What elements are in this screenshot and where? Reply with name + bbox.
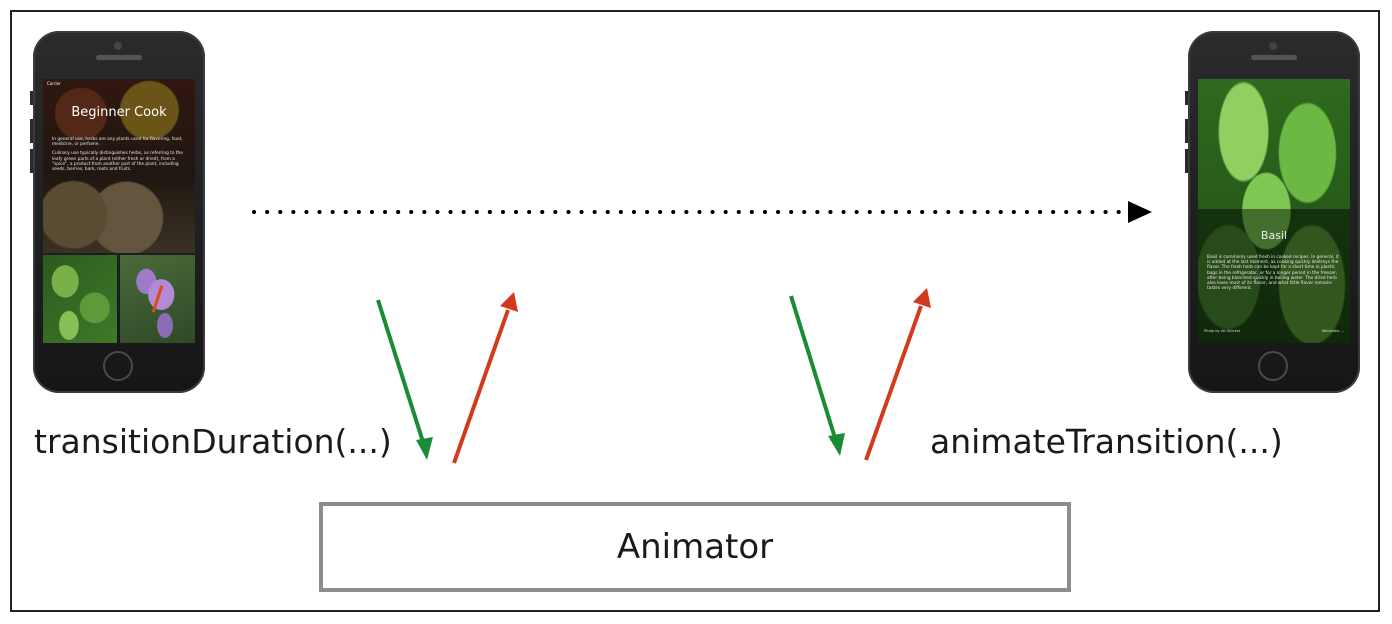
- camera-icon: [1269, 42, 1277, 50]
- paragraph: In general use, herbs are any plants use…: [52, 137, 183, 148]
- transition-duration-label: transitionDuration(...): [34, 422, 392, 461]
- source-screen: Carrier Beginner Cook In general use, he…: [43, 79, 195, 343]
- status-bar: Carrier: [47, 81, 61, 86]
- screen-title: Basil: [1260, 229, 1288, 242]
- speaker-icon: [96, 55, 142, 60]
- response-arrow-left: [452, 309, 510, 464]
- request-arrowhead-right: [828, 433, 845, 456]
- screen-footer: Photo by Ali Gilcrest Wikipedia ...: [1204, 329, 1344, 333]
- source-link[interactable]: Wikipedia ...: [1321, 329, 1344, 333]
- destination-screen: Basil Basil is commonly used fresh in co…: [1198, 79, 1350, 343]
- screen-body-text: In general use, herbs are any plants use…: [52, 137, 186, 176]
- paragraph: Culinary use typically distinguishes her…: [52, 151, 183, 173]
- response-arrowhead-left: [500, 292, 518, 312]
- spices-image: Carrier Beginner Cook In general use, he…: [43, 79, 195, 253]
- animate-transition-label: animateTransition(...): [930, 422, 1283, 461]
- speaker-icon: [1251, 55, 1297, 60]
- animator-label: Animator: [616, 527, 774, 567]
- response-arrow-right: [864, 305, 923, 461]
- transition-arrowhead: [1128, 201, 1152, 223]
- request-arrow-right: [789, 295, 837, 439]
- herb-thumbnail-basil[interactable]: [43, 255, 117, 343]
- request-arrow-left: [376, 299, 425, 443]
- home-button-icon: [1258, 351, 1288, 381]
- camera-icon: [114, 42, 122, 50]
- screen-title: Beginner Cook: [71, 105, 167, 120]
- request-arrowhead-left: [416, 437, 433, 460]
- home-button-icon: [103, 351, 133, 381]
- photo-credit: Photo by Ali Gilcrest: [1204, 329, 1241, 333]
- screen-body-text: Basil is commonly used fresh in cooked r…: [1207, 255, 1339, 292]
- diagram-frame: [10, 10, 1380, 612]
- response-arrowhead-right: [913, 288, 931, 308]
- source-phone: Carrier Beginner Cook In general use, he…: [30, 31, 205, 393]
- animator-box: Animator: [319, 502, 1071, 592]
- basil-image: Basil Basil is commonly used fresh in co…: [1198, 79, 1350, 343]
- destination-phone: Basil Basil is commonly used fresh in co…: [1185, 31, 1360, 393]
- herb-thumbnail-saffron[interactable]: [120, 255, 195, 343]
